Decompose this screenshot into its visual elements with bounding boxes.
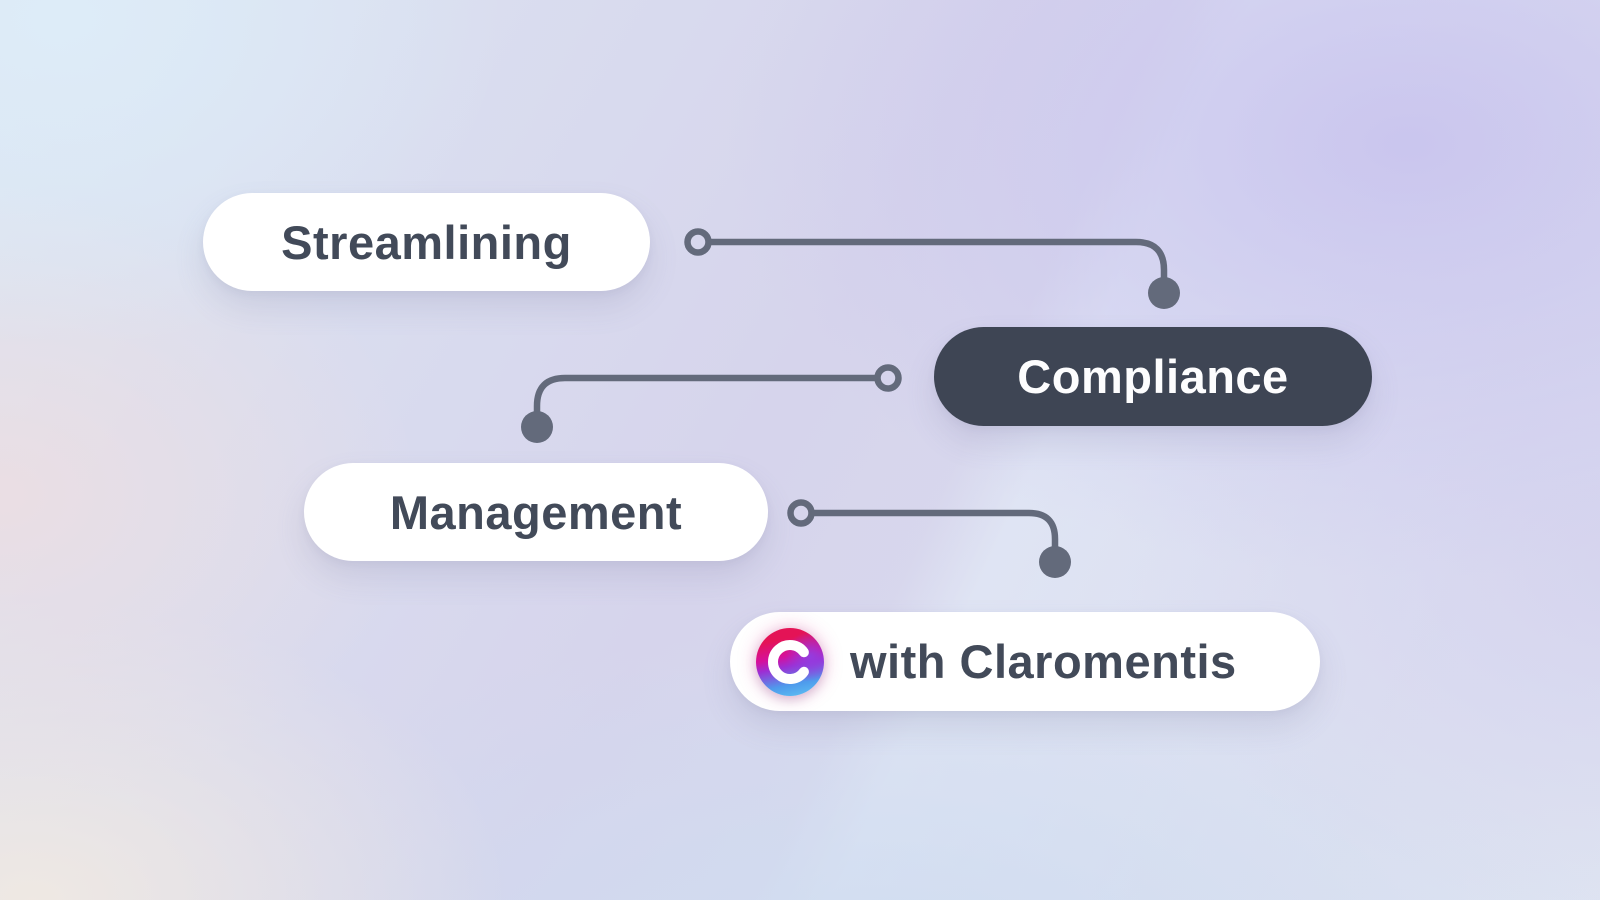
connector-line bbox=[533, 374, 879, 415]
connector-streamlining-compliance bbox=[684, 228, 1180, 309]
pill-management-label: Management bbox=[389, 485, 683, 539]
connector-start-circle bbox=[874, 364, 902, 392]
connector-end-dot bbox=[521, 411, 553, 443]
pill-with-claromentis-label: with Claromentis bbox=[850, 635, 1237, 688]
connector-management-claromentis bbox=[787, 499, 1071, 578]
connector-line bbox=[707, 238, 1168, 281]
connector-start-circle bbox=[787, 499, 815, 527]
connector-start-circle bbox=[684, 228, 712, 256]
connector-line bbox=[810, 509, 1059, 550]
connector-end-dot bbox=[1039, 546, 1071, 578]
pill-compliance: Compliance bbox=[934, 327, 1372, 426]
pill-streamlining-label: Streamlining bbox=[281, 215, 572, 269]
pill-management: Management bbox=[304, 463, 768, 561]
claromentis-logo-icon bbox=[756, 627, 824, 696]
pill-with-claromentis: with Claromentis bbox=[730, 612, 1320, 711]
pill-streamlining: Streamlining bbox=[203, 193, 650, 291]
connector-compliance-management bbox=[521, 364, 902, 443]
pill-compliance-label: Compliance bbox=[1017, 350, 1289, 403]
connector-end-dot bbox=[1148, 277, 1180, 309]
